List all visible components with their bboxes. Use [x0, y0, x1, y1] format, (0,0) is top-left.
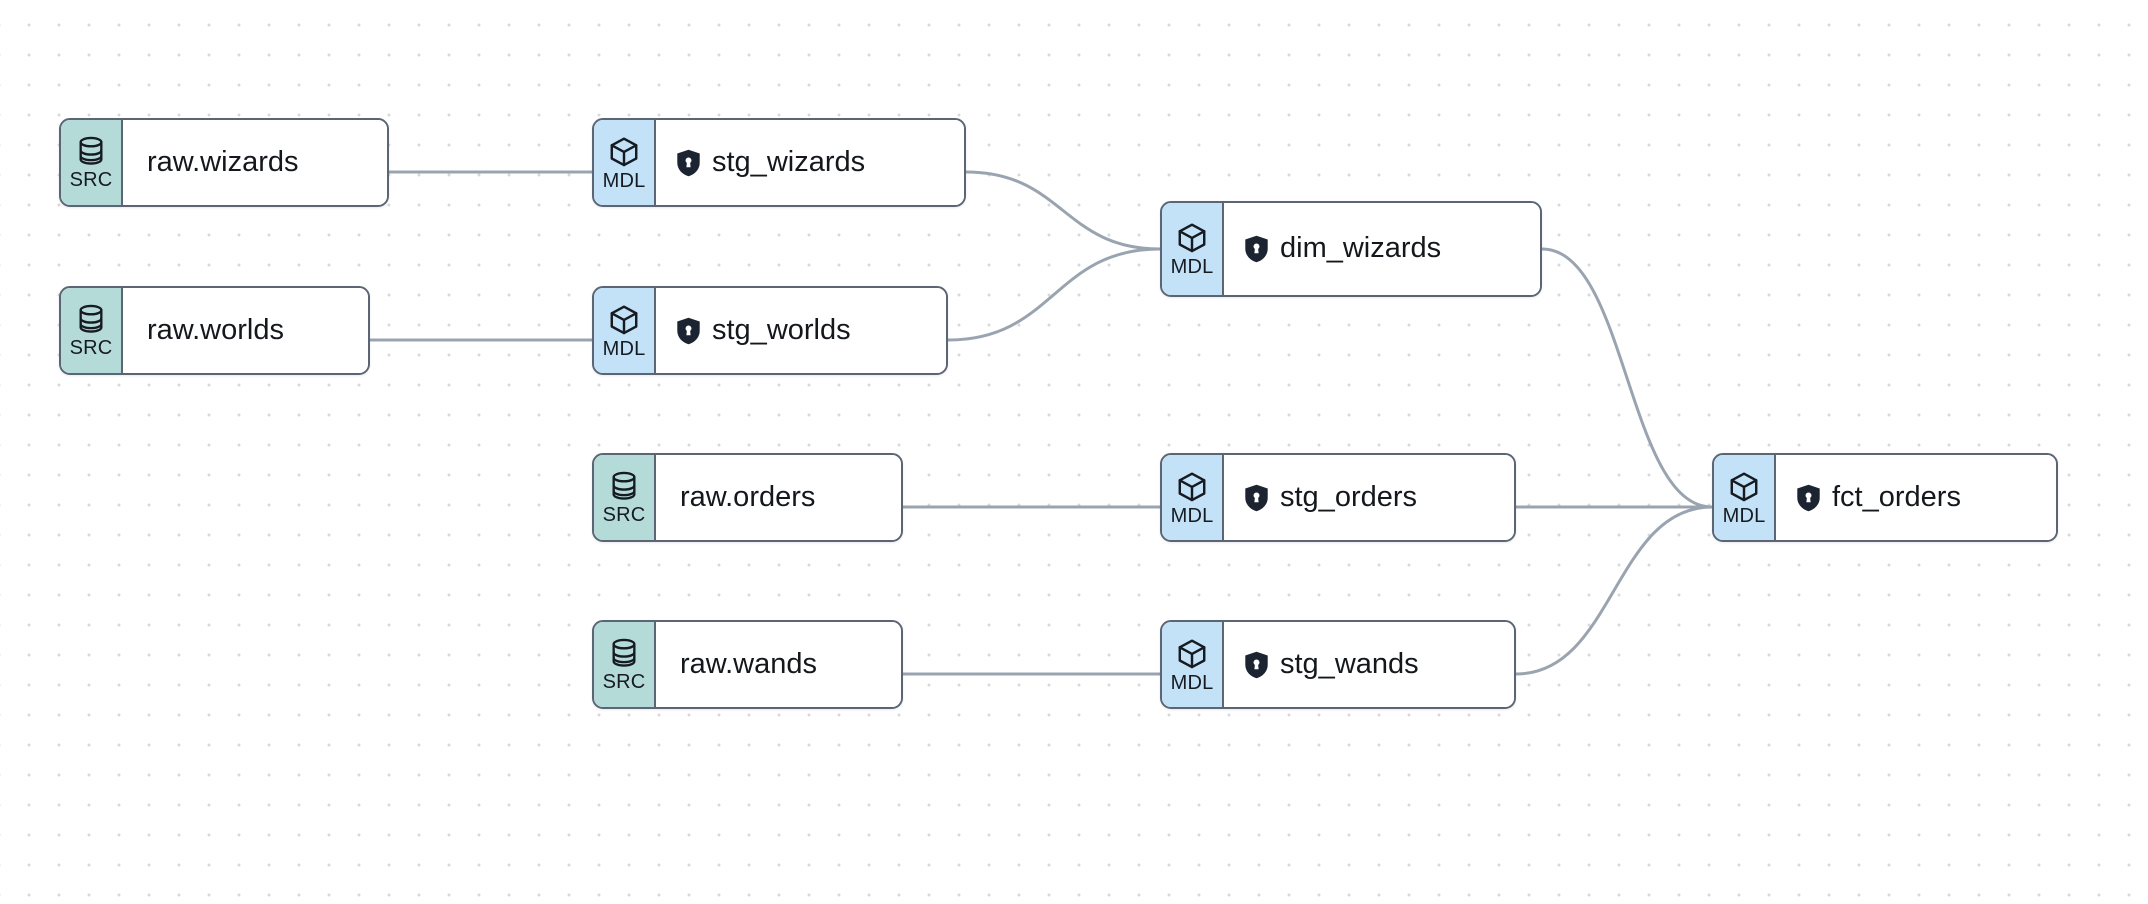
node-badge-mdl: MDL	[594, 120, 656, 205]
node-stg_worlds[interactable]: MDL stg_worlds	[592, 286, 948, 375]
edge-stg_wizards-to-dim_wizards	[964, 170, 1162, 251]
node-raw_orders[interactable]: SRC raw.orders	[592, 453, 903, 542]
database-icon	[609, 638, 639, 670]
edge-stg_wands-to-fct_orders	[1514, 505, 1714, 676]
cube-icon	[608, 304, 640, 337]
database-icon	[609, 471, 639, 503]
node-label: stg_orders	[1280, 480, 1418, 513]
edge-stg_worlds-to-dim_wizards	[946, 247, 1162, 342]
node-label: raw.worlds	[147, 313, 284, 346]
node-body: raw.orders	[656, 455, 901, 540]
cube-icon	[1176, 471, 1208, 504]
shield-lock-icon	[676, 317, 701, 345]
node-body: raw.wands	[656, 622, 901, 707]
cube-icon	[1176, 222, 1208, 255]
node-label: raw.wands	[680, 647, 818, 680]
node-badge-label: MDL	[602, 337, 646, 360]
node-badge-src: SRC	[61, 120, 123, 205]
database-icon	[76, 136, 106, 168]
cube-icon	[1728, 471, 1760, 504]
node-badge-mdl: MDL	[594, 288, 656, 373]
node-body: stg_wizards	[656, 120, 964, 205]
node-badge-src: SRC	[594, 455, 656, 540]
node-badge-label: MDL	[602, 169, 646, 192]
node-badge-mdl: MDL	[1714, 455, 1776, 540]
node-label: raw.orders	[680, 480, 816, 513]
node-badge-mdl: MDL	[1162, 455, 1224, 540]
node-badge-mdl: MDL	[1162, 622, 1224, 707]
edge-dim_wizards-to-fct_orders	[1540, 247, 1714, 509]
node-label: stg_wizards	[712, 145, 866, 178]
node-body: dim_wizards	[1224, 203, 1540, 295]
database-icon	[76, 304, 106, 336]
node-label: stg_wands	[1280, 647, 1419, 680]
node-badge-src: SRC	[61, 288, 123, 373]
node-label: fct_orders	[1832, 480, 1961, 513]
shield-lock-icon	[1244, 484, 1269, 512]
node-badge-label: MDL	[1170, 256, 1214, 278]
node-badge-label: SRC	[602, 504, 646, 526]
node-badge-label: SRC	[602, 671, 646, 693]
node-badge-label: SRC	[69, 169, 113, 191]
cube-icon	[1176, 638, 1208, 671]
node-body: stg_orders	[1224, 455, 1514, 540]
shield-lock-icon	[1244, 651, 1269, 679]
node-body: raw.worlds	[123, 288, 368, 373]
node-stg_wands[interactable]: MDL stg_wands	[1160, 620, 1516, 709]
node-fct_orders[interactable]: MDL fct_orders	[1712, 453, 2058, 542]
node-badge-label: MDL	[1170, 504, 1214, 527]
node-badge-label: MDL	[1722, 504, 1766, 527]
node-stg_orders[interactable]: MDL stg_orders	[1160, 453, 1516, 542]
node-body: fct_orders	[1776, 455, 2056, 540]
node-body: stg_wands	[1224, 622, 1514, 707]
node-label: stg_worlds	[712, 313, 851, 346]
shield-lock-icon	[1796, 484, 1821, 512]
node-dim_wizards[interactable]: MDL dim_wizards	[1160, 201, 1542, 297]
cube-icon	[608, 136, 640, 169]
node-body: stg_worlds	[656, 288, 946, 373]
shield-lock-icon	[1244, 235, 1269, 263]
node-body: raw.wizards	[123, 120, 387, 205]
node-label: raw.wizards	[147, 145, 299, 178]
node-badge-label: MDL	[1170, 671, 1214, 694]
node-stg_wizards[interactable]: MDL stg_wizards	[592, 118, 966, 207]
node-badge-mdl: MDL	[1162, 203, 1224, 295]
node-badge-label: SRC	[69, 337, 113, 359]
node-label: dim_wizards	[1280, 232, 1442, 265]
node-raw_worlds[interactable]: SRC raw.worlds	[59, 286, 370, 375]
shield-lock-icon	[676, 149, 701, 177]
node-raw_wizards[interactable]: SRC raw.wizards	[59, 118, 389, 207]
node-raw_wands[interactable]: SRC raw.wands	[592, 620, 903, 709]
node-badge-src: SRC	[594, 622, 656, 707]
